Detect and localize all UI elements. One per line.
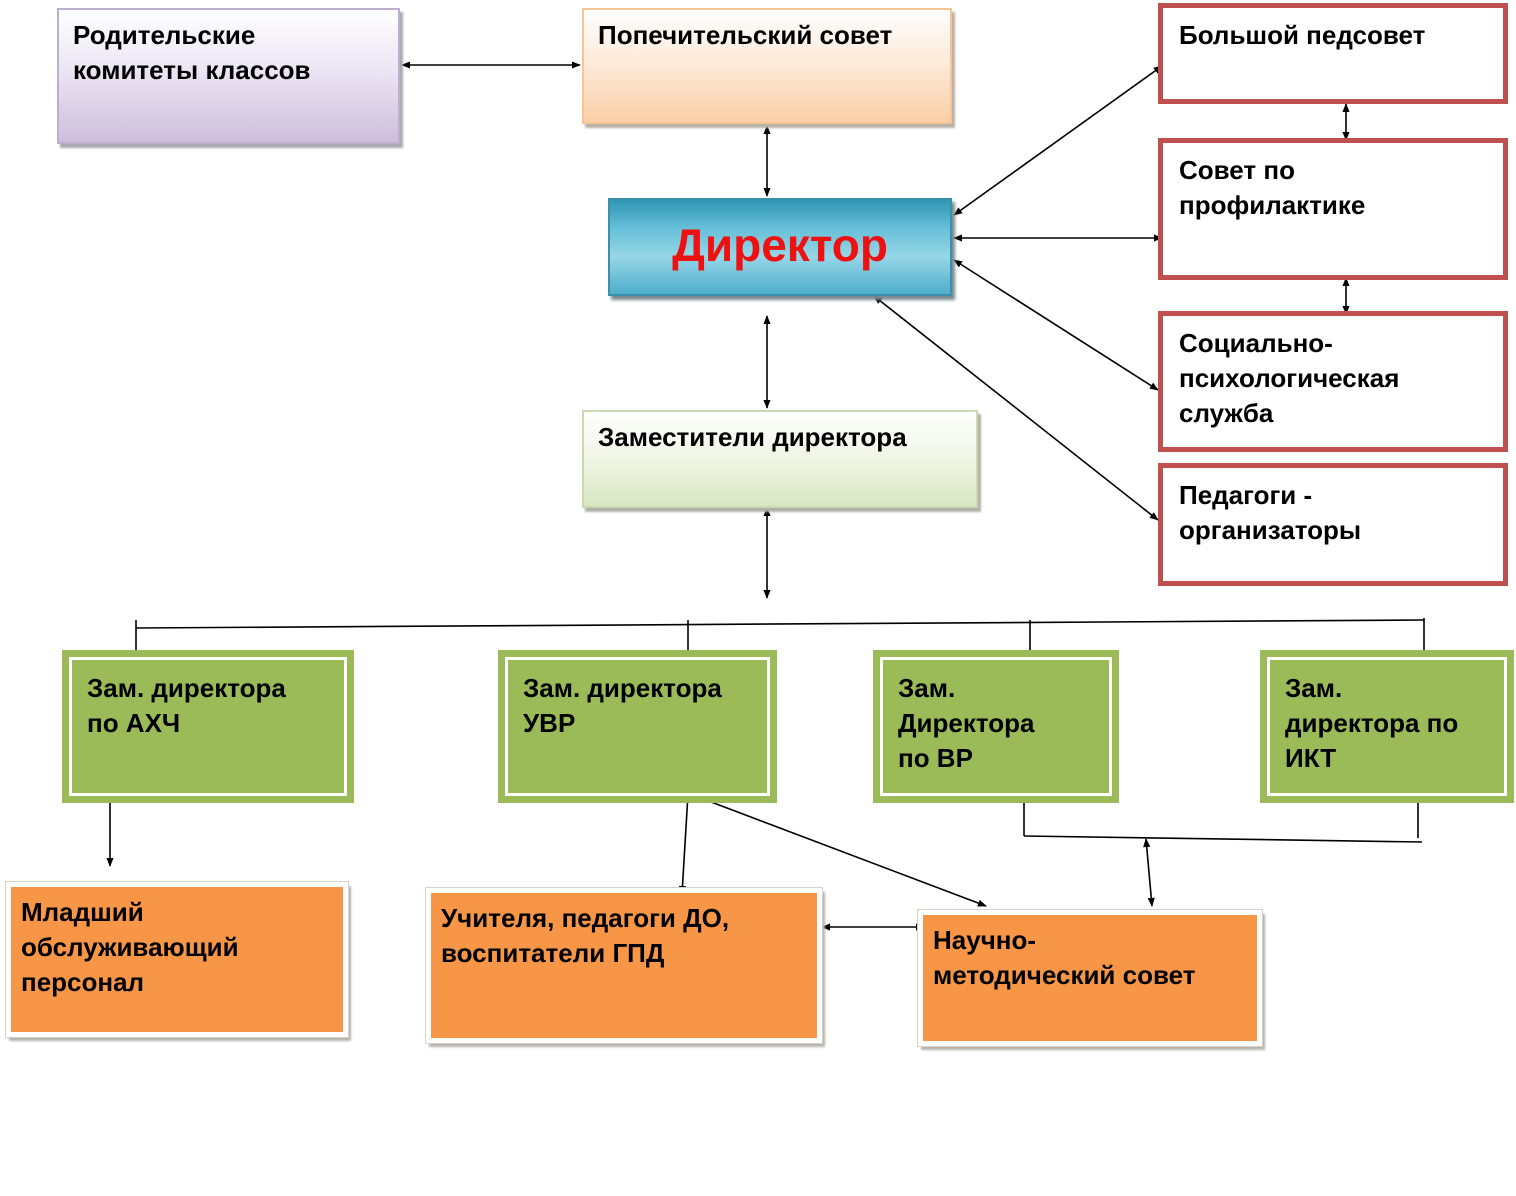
arrow-uvr-teachers <box>678 793 692 895</box>
node-deputy-uvr: Зам. директора УВР <box>498 650 777 803</box>
node-prevention-council: Совет по профилактике <box>1158 138 1508 280</box>
node-director: Директор <box>608 198 952 296</box>
node-social-psych-service: Социально- психологическая служба <box>1158 311 1508 452</box>
arrow-director-organizers <box>873 295 1159 521</box>
bracket-bottom <box>1023 835 1423 843</box>
node-teachers: Учителя, педагоги ДО, воспитатели ГПД <box>426 888 822 1043</box>
node-deputy-ikt: Зам. директора по ИКТ <box>1260 650 1514 803</box>
node-deputy-vr: Зам. Директора по ВР <box>873 650 1119 803</box>
arrow-bracket-methodical <box>1143 838 1155 907</box>
node-parent-committees: Родительские комитеты классов <box>57 8 400 144</box>
node-junior-staff: Младший обслуживающий персонал <box>6 882 348 1037</box>
arrow-uvr-methodical <box>689 793 987 907</box>
arrow-director-social <box>953 259 1159 391</box>
node-board-of-trustees: Попечительский совет <box>582 8 952 124</box>
node-big-pedsovet: Большой педсовет <box>1158 3 1508 104</box>
arrow-director-pedsovet <box>953 65 1163 216</box>
bus-line <box>135 619 1425 629</box>
node-deputy-ahch: Зам. директора по АХЧ <box>62 650 354 803</box>
node-teacher-organizers: Педагоги - организаторы <box>1158 463 1508 586</box>
node-deputy-directors: Заместители директора <box>582 410 978 508</box>
node-methodical-council: Научно- методический совет <box>918 910 1262 1046</box>
